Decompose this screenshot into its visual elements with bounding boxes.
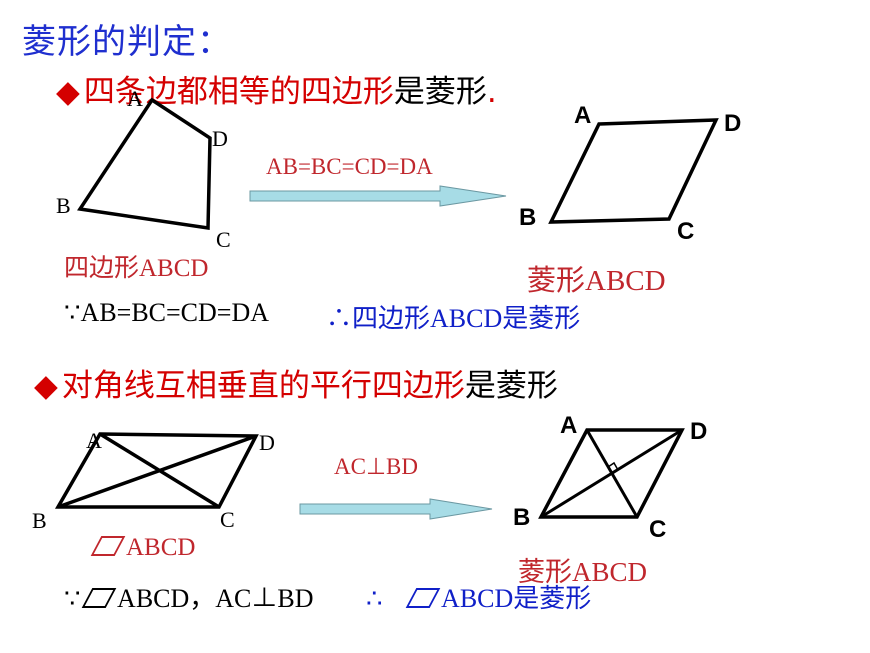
because-2: ∵ ABCD，AC⊥BD xyxy=(64,578,314,615)
arrow-2 xyxy=(299,498,493,520)
therefore-2-text: ABCD是菱形 xyxy=(441,584,592,613)
fig4-caption: 菱形ABCD xyxy=(518,557,648,587)
fig1-vertex-a: A xyxy=(127,86,143,111)
fig2-vertex-b: B xyxy=(519,204,537,231)
because-2-text: ABCD，AC⊥BD xyxy=(117,584,314,613)
fig3-vertex-c: C xyxy=(220,507,235,532)
fig1-vertex-b: B xyxy=(56,193,71,218)
criterion-1-black-text: 是菱形 xyxy=(393,74,487,110)
criterion-2-heading: ◆对角线互相垂直的平行四边形是菱形 xyxy=(34,360,558,405)
therefore-1: ∴四边形ABCD是菱形 xyxy=(326,304,581,333)
fig1-caption: 四边形ABCD xyxy=(64,255,209,282)
fig3-caption-text: ABCD xyxy=(126,534,196,561)
fig1-vertex-c: C xyxy=(216,227,231,252)
condition-2: AC⊥BD xyxy=(334,454,418,479)
fig2-vertex-c: C xyxy=(677,218,695,245)
page-title: 菱形的判定： xyxy=(22,22,232,62)
condition-1: AB=BC=CD=DA xyxy=(266,154,433,179)
fig3-vertex-d: D xyxy=(259,430,275,455)
because-symbol: ∵ xyxy=(64,584,81,613)
diamond-bullet-icon: ◆ xyxy=(56,74,80,110)
fig3-caption: ABCD xyxy=(90,534,196,562)
fig2-caption: 菱形ABCD xyxy=(527,265,666,297)
arrow-1 xyxy=(249,185,507,207)
fig4-vertex-c: C xyxy=(649,516,667,543)
fig1-vertex-d: D xyxy=(212,126,228,151)
criterion-1-dot: . xyxy=(486,74,497,110)
criterion-1-heading: ◆四条边都相等的四边形是菱形. xyxy=(56,66,497,111)
parallelogram-with-diagonals xyxy=(54,432,259,509)
fig3-vertex-a: A xyxy=(86,428,102,453)
fig3-vertex-b: B xyxy=(32,508,47,533)
rhombus-with-diagonals xyxy=(538,428,685,519)
therefore-2: ∴ ABCD是菱形 xyxy=(366,578,591,615)
fig4-vertex-b: B xyxy=(513,504,531,531)
fig2-vertex-d: D xyxy=(724,110,742,137)
criterion-2-black-text: 是菱形 xyxy=(464,368,558,404)
criterion-1-red-text: 四条边都相等的四边形 xyxy=(83,74,394,110)
fig2-vertex-a: A xyxy=(574,102,592,129)
rhombus-abcd-1 xyxy=(548,118,719,224)
parallelogram-icon xyxy=(90,536,126,556)
fig4-vertex-a: A xyxy=(560,412,578,439)
parallelogram-icon xyxy=(405,588,441,608)
criterion-2-red-text: 对角线互相垂直的平行四边形 xyxy=(61,368,465,404)
parallelogram-icon xyxy=(81,588,117,608)
quadrilateral-abcd xyxy=(77,97,212,231)
diamond-bullet-icon: ◆ xyxy=(34,368,58,404)
because-1: ∵AB=BC=CD=DA xyxy=(64,298,270,327)
fig4-vertex-d: D xyxy=(690,418,708,445)
therefore-symbol: ∴ xyxy=(366,584,383,613)
right-angle-mark xyxy=(607,461,619,475)
